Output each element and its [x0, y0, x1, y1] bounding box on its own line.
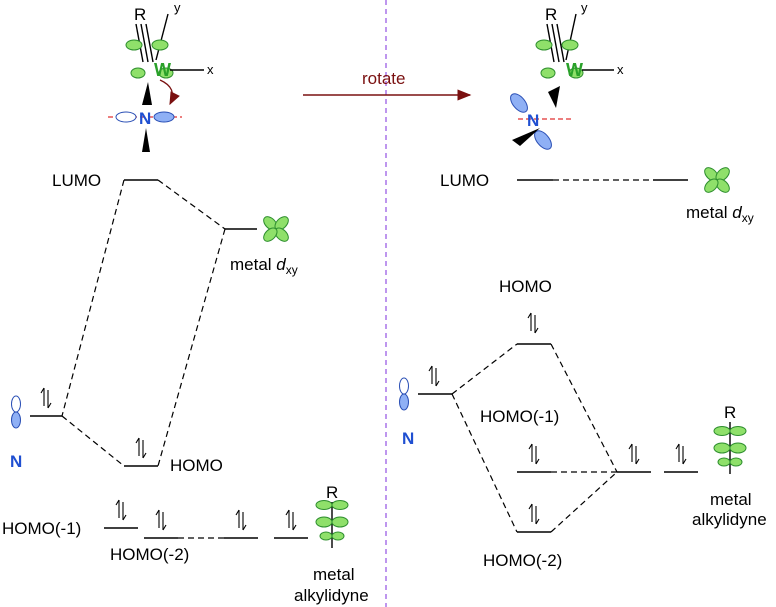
right-mol-x: x	[617, 62, 624, 77]
left-homo-m1-label: HOMO(-1)	[2, 519, 81, 538]
left-lumo-label: LUMO	[52, 171, 101, 190]
rotate-arrow: rotate	[303, 69, 472, 101]
left-mol-R: R	[134, 5, 146, 24]
left-alkylidyne-R: R	[326, 483, 338, 502]
left-n-p-orbital-icon	[11, 395, 21, 429]
left-mol-x: x	[207, 62, 214, 77]
left-w-dorbitals	[125, 39, 174, 79]
right-homo-m2-label: HOMO(-2)	[483, 551, 562, 570]
left-mol-y: y	[174, 0, 181, 15]
right-molecule: R y W x N	[510, 0, 624, 150]
left-homo-label: HOMO	[170, 456, 223, 475]
right-mol-R: R	[545, 5, 557, 24]
right-lumo-label: LUMO	[440, 171, 489, 190]
right-n-p-orbital-icon	[399, 377, 409, 411]
right-w-dorbitals	[535, 39, 584, 79]
right-dxy-label: metal dxy	[686, 203, 754, 225]
left-homo-m2-label: HOMO(-2)	[110, 545, 189, 564]
left-alkylidyne-line1: metal	[313, 565, 355, 584]
left-dxy-orbital-icon	[260, 213, 292, 245]
right-alkylidyne-line2: alkylidyne	[692, 510, 767, 529]
right-mol-N: N	[527, 111, 539, 130]
right-mo-panel: LUMO metal dxy HOMO N HOMO(-1) HOMO(-2) …	[399, 164, 767, 570]
right-alkylidyne-line1: metal	[710, 490, 752, 509]
right-homo-m1-label: HOMO(-1)	[480, 407, 559, 426]
right-mol-W: W	[566, 60, 583, 80]
left-mo-panel: LUMO metal dxy N HOMO HOMO(-1) HOMO(-2) …	[2, 171, 369, 605]
left-mol-W: W	[154, 60, 171, 80]
right-n-label: N	[402, 429, 414, 448]
right-dxy-orbital-icon	[701, 164, 733, 196]
left-mol-N: N	[139, 109, 151, 128]
right-homo-label: HOMO	[499, 277, 552, 296]
left-dxy-label: metal dxy	[230, 255, 298, 277]
rotate-label: rotate	[362, 69, 405, 88]
left-molecule: R y W x N	[108, 0, 214, 152]
left-alkylidyne-line2: alkylidyne	[294, 586, 369, 605]
left-n-label: N	[10, 452, 22, 471]
right-alkylidyne-R: R	[724, 403, 736, 422]
right-mol-y: y	[581, 0, 588, 15]
